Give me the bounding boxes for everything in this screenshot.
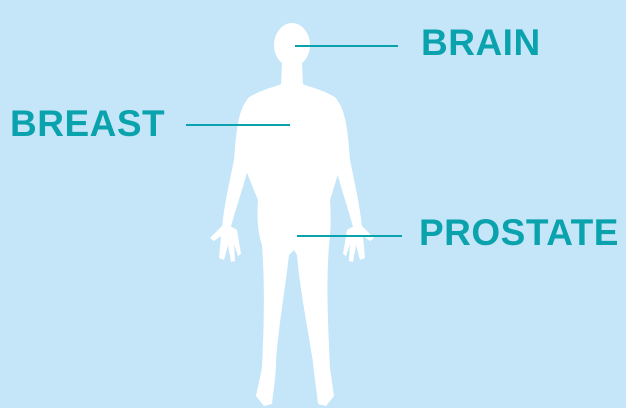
brain-label: BRAIN bbox=[421, 24, 541, 61]
breast-label: BREAST bbox=[10, 105, 165, 142]
body-silhouette bbox=[210, 23, 374, 406]
prostate-leader-line bbox=[297, 235, 402, 237]
brain-leader-line bbox=[295, 45, 398, 47]
prostate-label: PROSTATE bbox=[419, 214, 619, 251]
breast-leader-line bbox=[186, 124, 290, 126]
